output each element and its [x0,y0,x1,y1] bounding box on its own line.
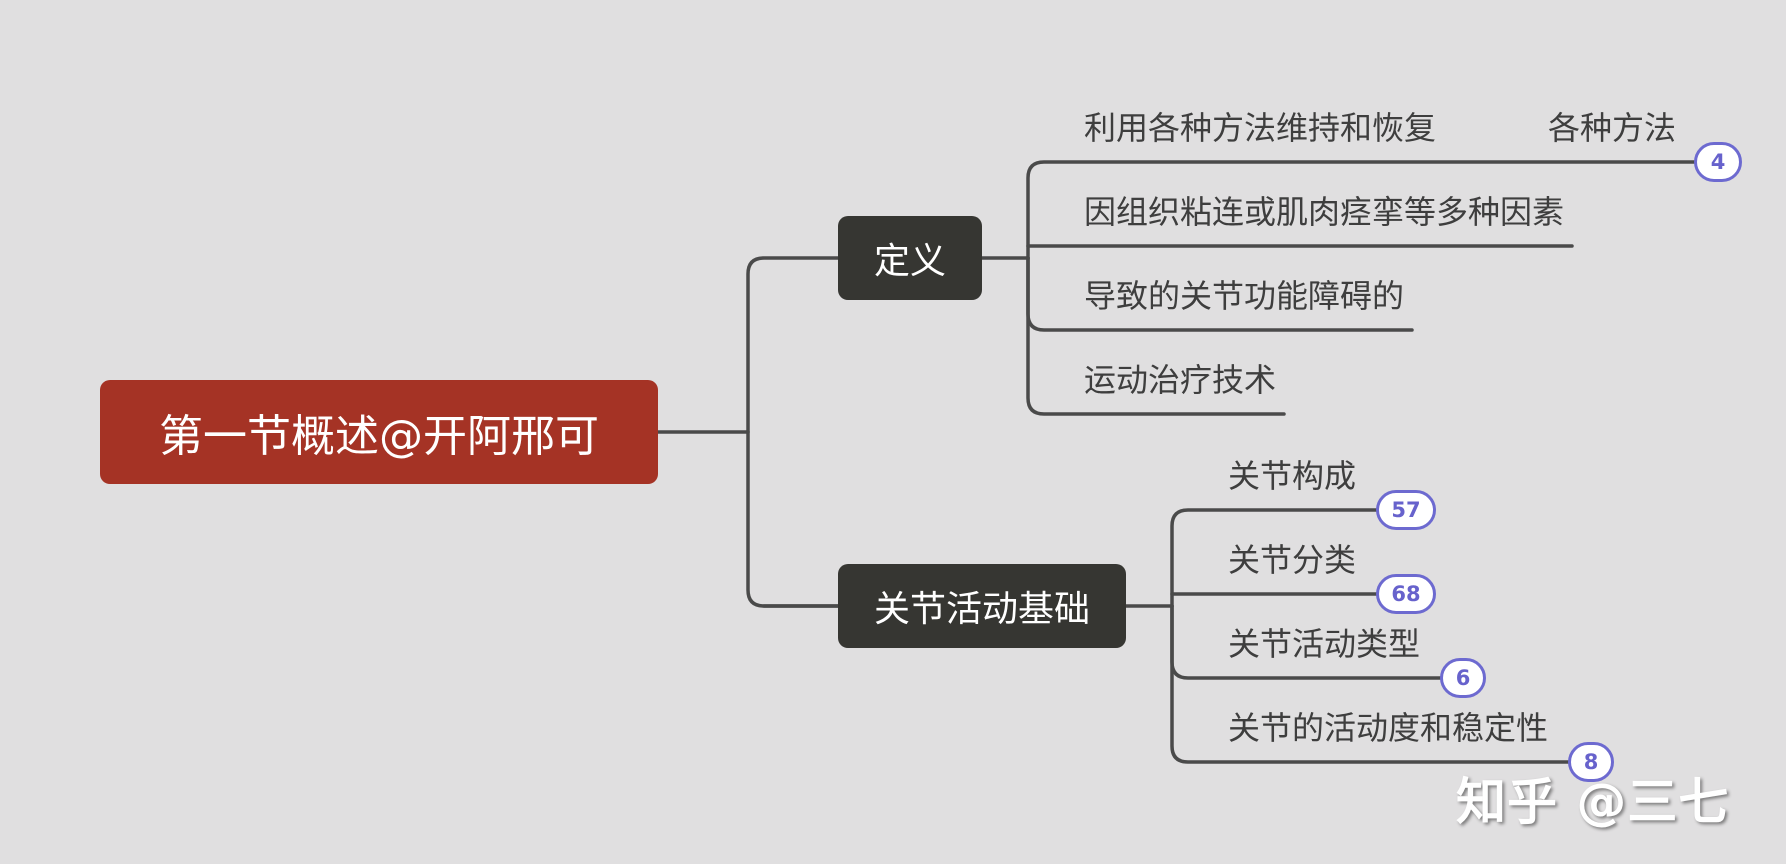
branch-node-joint-basics-label: 关节活动基础 [873,589,1090,630]
joint-item-2[interactable]: 关节分类 [1228,541,1357,579]
definition-item-1[interactable]: 利用各种方法维持和恢复 [1084,109,1437,147]
definition-item-4[interactable]: 运动治疗技术 [1084,361,1277,399]
definition-item-2[interactable]: 因组织粘连或肌肉痉挛等多种因素 [1084,193,1565,231]
branch-node-definition-label: 定义 [873,241,946,282]
joint-item-4-badge[interactable]: 8 [1568,742,1614,782]
connector-definition-item-1 [1026,160,1696,260]
joint-item-1-badge[interactable]: 57 [1376,490,1436,530]
joint-item-4[interactable]: 关节的活动度和稳定性 [1228,709,1549,747]
connector-joint-item-1 [1170,508,1378,608]
joint-item-3[interactable]: 关节活动类型 [1228,625,1421,663]
connector-definition-item-4 [1026,256,1286,416]
definition-item-1-note[interactable]: 各种方法 [1548,109,1677,147]
definition-item-1-badge[interactable]: 4 [1694,142,1742,182]
definition-item-3[interactable]: 导致的关节功能障碍的 [1084,277,1405,315]
zhihu-watermark: 知乎 @三七 [1456,773,1730,831]
joint-item-1[interactable]: 关节构成 [1228,457,1357,495]
joint-item-2-badge[interactable]: 68 [1376,574,1436,614]
branch-node-definition[interactable]: 定义 [838,216,982,300]
joint-item-3-badge[interactable]: 6 [1440,658,1486,698]
connector-joint-item-4 [1170,604,1570,764]
branch-node-joint-basics[interactable]: 关节活动基础 [838,564,1126,648]
root-node-label: 第一节概述@开阿邢可 [159,411,599,462]
connector-trunk-definition [746,256,840,608]
root-node[interactable]: 第一节概述@开阿邢可 [100,380,658,484]
